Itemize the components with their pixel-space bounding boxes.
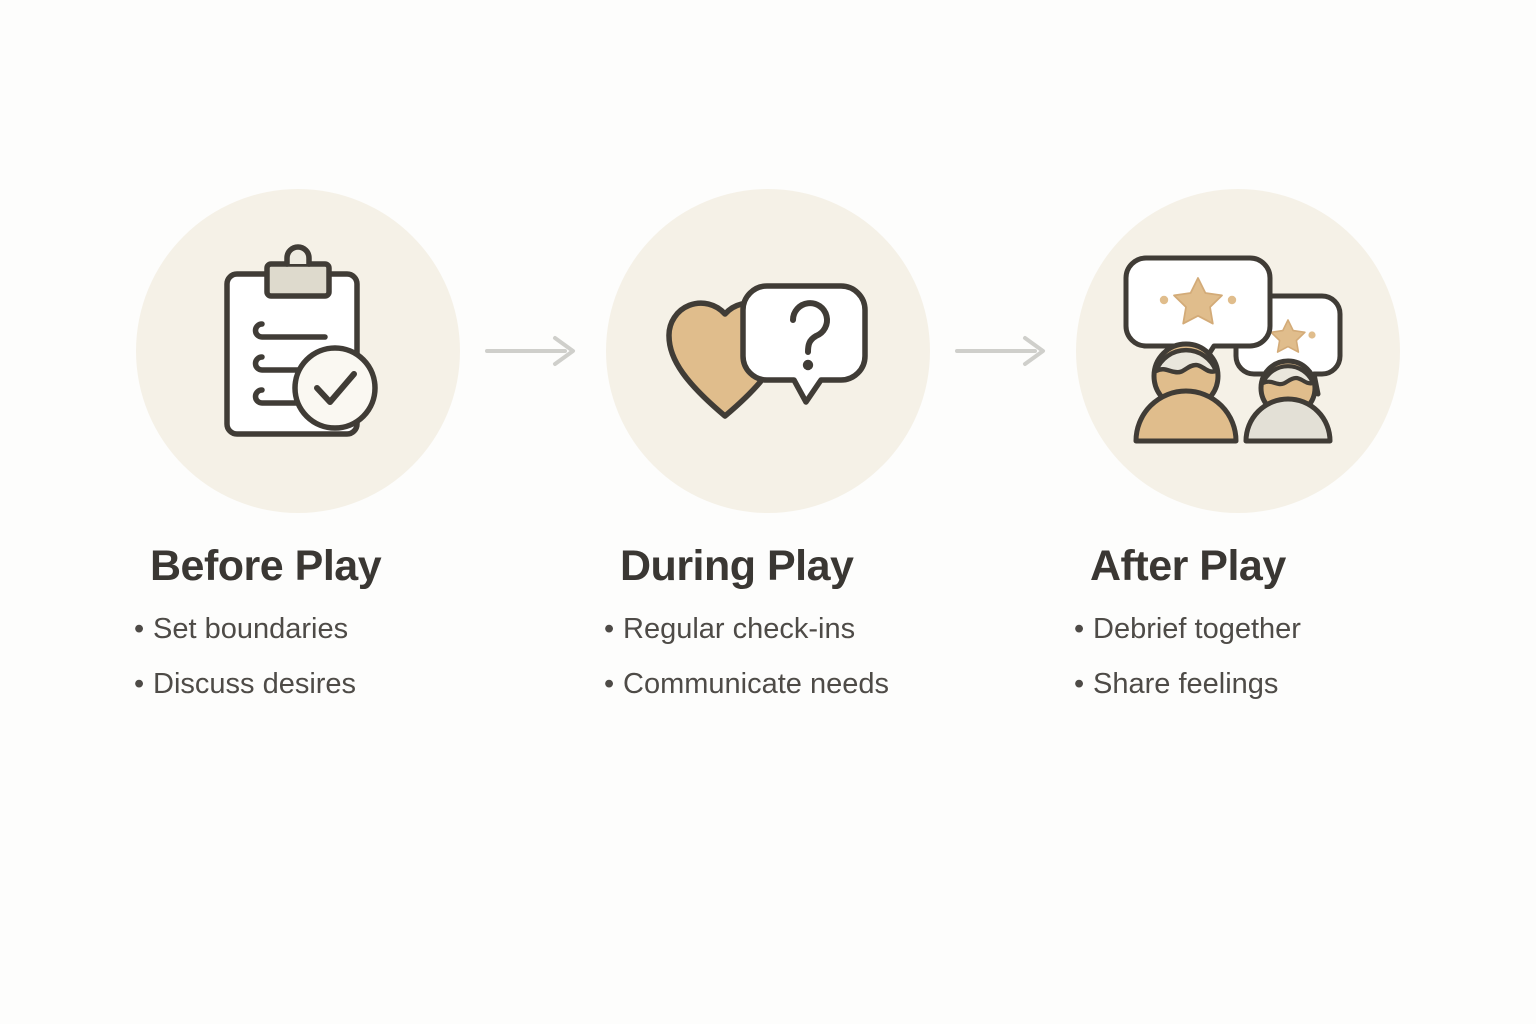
list-item: • Discuss desires <box>134 668 460 701</box>
bullet-marker-icon: • <box>604 613 615 646</box>
bullet-text: Communicate needs <box>623 668 889 701</box>
bullet-marker-icon: • <box>134 613 145 646</box>
connector-arrow-2 <box>930 334 1076 368</box>
arrow-right-icon <box>955 336 1045 366</box>
caption-spacer-2 <box>930 544 1076 725</box>
list-item: • Communicate needs <box>604 668 930 701</box>
stage-flow-row <box>0 186 1536 516</box>
stage-bullets-after-play: • Debrief together • Share feelings <box>1074 613 1400 701</box>
stage-icon-circle-after-play <box>1076 189 1400 513</box>
list-item: • Set boundaries <box>134 613 460 646</box>
two-people-speech-bubbles-icon <box>1123 255 1343 444</box>
stage-bullets-before-play: • Set boundaries • Discuss desires <box>134 613 460 701</box>
bullet-marker-icon: • <box>1074 668 1085 701</box>
stage-title-during-play: During Play <box>620 542 854 590</box>
list-item: • Regular check-ins <box>604 613 930 646</box>
bullet-text: Debrief together <box>1093 613 1301 646</box>
stage-caption-row: Before Play • Set boundaries • Discuss d… <box>0 542 1536 725</box>
list-item: • Share feelings <box>1074 668 1400 701</box>
bullet-text: Discuss desires <box>153 668 357 701</box>
person-right <box>1243 358 1333 444</box>
bullet-text: Share feelings <box>1093 668 1279 701</box>
stage-title-after-play: After Play <box>1090 542 1286 590</box>
stage-caption-before-play: Before Play • Set boundaries • Discuss d… <box>134 542 460 725</box>
caption-spacer-1 <box>460 544 606 725</box>
person-left <box>1133 341 1239 444</box>
bullet-marker-icon: • <box>134 668 145 701</box>
bullet-text: Set boundaries <box>153 613 349 646</box>
stage-icon-circle-during-play <box>606 189 930 513</box>
arrow-right-icon <box>485 336 575 366</box>
stage-icon-circle-before-play <box>136 189 460 513</box>
star-large <box>1159 277 1237 325</box>
list-item: • Debrief together <box>1074 613 1400 646</box>
clipboard-checklist-icon <box>224 244 378 437</box>
stage-caption-after-play: After Play • Debrief together • Share fe… <box>1074 542 1400 725</box>
heart-question-bubble-icon <box>666 283 868 419</box>
stage-bullets-during-play: • Regular check-ins • Communicate needs <box>604 613 930 701</box>
bullet-marker-icon: • <box>604 668 615 701</box>
bullet-marker-icon: • <box>1074 613 1085 646</box>
connector-arrow-1 <box>460 334 606 368</box>
stage-title-before-play: Before Play <box>150 542 382 590</box>
bullet-text: Regular check-ins <box>623 613 856 646</box>
stage-caption-during-play: During Play • Regular check-ins • Commun… <box>604 542 930 725</box>
